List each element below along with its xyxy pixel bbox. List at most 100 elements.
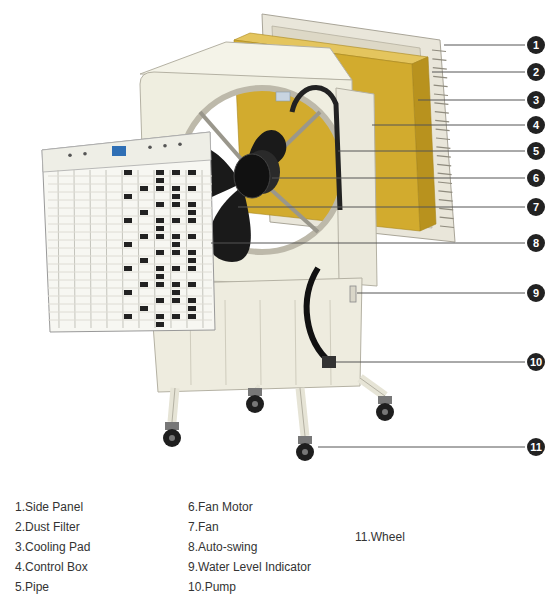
grille-slat	[48, 320, 212, 321]
grille-opening	[156, 266, 164, 271]
grille-slat	[48, 184, 212, 185]
grille-opening	[172, 250, 180, 255]
grille-opening	[172, 202, 180, 207]
grille-opening	[188, 234, 196, 239]
control-button	[83, 152, 87, 156]
louver-slat	[438, 182, 452, 184]
grille-opening	[172, 170, 180, 175]
wheel	[296, 443, 314, 461]
grille-opening	[188, 250, 196, 255]
grille-opening	[188, 314, 196, 319]
callout-circle	[527, 438, 545, 456]
part-name: 5.Pipe	[15, 579, 49, 595]
grille-opening	[156, 226, 164, 231]
grille-opening	[188, 258, 196, 263]
tank-rib	[260, 300, 261, 385]
grille-opening	[156, 234, 164, 239]
louver-slat	[440, 226, 454, 228]
grille-opening	[188, 210, 196, 215]
louver-slat	[432, 50, 446, 52]
callout-number: 11	[527, 438, 545, 456]
louver-slat	[433, 68, 447, 70]
grille-slat	[48, 176, 212, 177]
leader-line	[272, 178, 525, 179]
grille-opening	[188, 218, 196, 223]
grille-opening	[172, 218, 180, 223]
callout-circle	[527, 116, 545, 134]
grille-opening	[172, 194, 180, 199]
leader-line	[211, 243, 525, 244]
grille-slat	[48, 216, 212, 217]
grille-opening	[156, 274, 164, 279]
grille-slat	[48, 272, 212, 273]
callout-circle	[527, 198, 545, 216]
grille-opening	[188, 282, 196, 287]
louver-slat	[434, 85, 448, 87]
wheel	[246, 395, 264, 413]
grille-opening	[140, 186, 148, 191]
grille-opening	[140, 234, 148, 239]
grille-slat	[48, 304, 212, 305]
grille-opening	[156, 202, 164, 207]
grille-slat	[48, 288, 212, 289]
grille-opening	[172, 298, 180, 303]
grille-opening	[156, 298, 164, 303]
callout-circle	[527, 91, 545, 109]
grille-slat	[48, 280, 212, 281]
pipe	[292, 87, 340, 210]
grille-opening	[140, 210, 148, 215]
leader-line	[372, 125, 525, 126]
grille-slat	[48, 224, 212, 225]
leader-line	[338, 151, 525, 152]
control-box-badge	[276, 92, 290, 101]
louver-slat	[438, 191, 452, 193]
grille-opening	[156, 170, 164, 175]
louver-slat	[439, 208, 453, 210]
grille-opening	[172, 186, 180, 191]
pump-pipe	[307, 268, 330, 362]
callout-circle	[527, 36, 545, 54]
part-name: 1.Side Panel	[15, 499, 83, 515]
callout-number: 5	[527, 142, 545, 160]
grille-opening	[156, 282, 164, 287]
leg	[300, 388, 305, 436]
grille-slat	[48, 200, 212, 201]
grille-opening	[188, 306, 196, 311]
grille-slat	[48, 264, 212, 265]
control-button	[148, 145, 152, 149]
grille-opening	[172, 314, 180, 319]
grille-control-strip	[42, 132, 211, 172]
wheel-hub	[169, 435, 175, 441]
leader-line	[444, 45, 525, 46]
louver-slat	[437, 164, 451, 166]
callout-number: 9	[527, 284, 545, 302]
louver-slat	[434, 94, 448, 96]
louver-slat	[438, 173, 452, 175]
callout-number: 7	[527, 198, 545, 216]
grille-opening	[156, 218, 164, 223]
grille-opening	[172, 290, 180, 295]
grille-slat	[48, 312, 212, 313]
tank-rib	[295, 300, 296, 385]
grille-opening	[172, 266, 180, 271]
grille-opening	[124, 290, 132, 295]
grille-slat	[48, 208, 212, 209]
wheel-hub	[302, 449, 308, 455]
wheel	[163, 429, 181, 447]
callout-number: 4	[527, 116, 545, 134]
fan-motor	[234, 154, 270, 198]
part-name: 6.Fan Motor	[188, 499, 253, 515]
part-name: 8.Auto-swing	[188, 539, 257, 555]
callout-circle	[527, 234, 545, 252]
louver-slat	[440, 217, 454, 219]
grille-slat	[48, 248, 212, 249]
part-name: 4.Control Box	[15, 559, 88, 575]
grille-opening	[124, 218, 132, 223]
louver-slat	[434, 103, 448, 105]
part-name: 2.Dust Filter	[15, 519, 80, 535]
callout-number: 8	[527, 234, 545, 252]
caster	[248, 388, 262, 396]
grille-opening	[124, 170, 132, 175]
callout-circle	[527, 142, 545, 160]
